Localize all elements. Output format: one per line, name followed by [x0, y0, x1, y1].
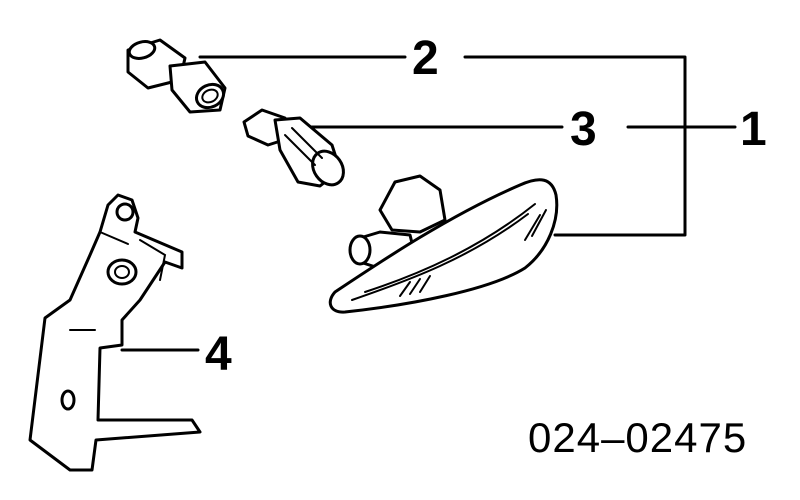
callout-2: 2 [412, 32, 439, 85]
callout-1: 1 [740, 103, 767, 156]
leader-lines [120, 55, 737, 352]
leader-1-bracket [463, 55, 687, 237]
bulb-socket-part [126, 38, 227, 114]
callout-3: 3 [570, 103, 597, 156]
mounting-bracket-part [28, 193, 202, 472]
wedge-bulb-part [242, 108, 345, 188]
side-marker-lamp-part [328, 174, 559, 314]
diagram-part-number: 024–02475 [528, 414, 747, 461]
callout-4: 4 [205, 328, 232, 381]
